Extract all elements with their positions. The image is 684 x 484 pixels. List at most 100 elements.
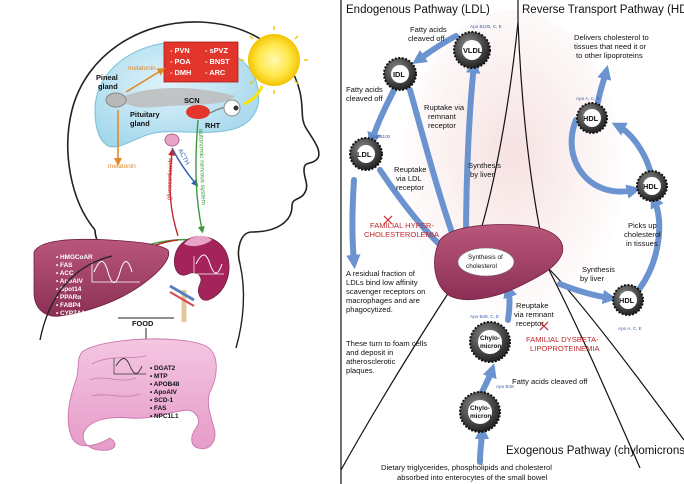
hypothalamus-box xyxy=(163,41,239,83)
block-cross-1 xyxy=(383,215,393,225)
chylo-label-low-1: Chylo- xyxy=(470,405,490,412)
food-label: FOOD xyxy=(132,319,154,328)
intestine xyxy=(67,338,217,451)
kidney-oscillation-wave xyxy=(195,254,223,274)
scn-nucleus xyxy=(186,105,210,119)
intestine-loops xyxy=(89,355,147,397)
picks-up-3: in tissues xyxy=(626,239,658,248)
reuptake-ldl-2: via LDL xyxy=(396,174,422,183)
foam-2: and deposit in xyxy=(346,348,393,357)
melatonin-label-mid: melatonin xyxy=(108,163,136,170)
apo-chylo-low: Apo B48 xyxy=(496,384,514,389)
residual-2: LDLs bind low affinity xyxy=(346,278,418,287)
intestine-gene: • APOB48 xyxy=(150,381,180,388)
arrow-hdl-to-tissue xyxy=(595,65,612,105)
foam-4: plaques. xyxy=(346,366,375,375)
acth-label: ACTH xyxy=(176,148,191,167)
liver-gene-list: • HMGCoAR • FAS • ACC • ApoAIV • Spot14 … xyxy=(56,254,93,317)
liver-gene: • ACC xyxy=(56,270,74,277)
delivers-3: to other lipoproteins xyxy=(576,51,643,60)
particle-chylo-low: Chylo- micron xyxy=(459,391,501,433)
synthesis-liver-1b: by liver xyxy=(470,170,495,179)
reuptake-ldl-1: Reuptake xyxy=(394,165,427,174)
chylo-label-mid-2: micron xyxy=(480,343,501,350)
left-panel: - PVN - POA - DMH - sPVZ - BNST - ARC me… xyxy=(33,21,320,451)
residual-1: A residual fraction of xyxy=(346,269,416,278)
autonomic-arrow xyxy=(195,119,205,234)
fatty-bottom: Fatty acids cleaved off xyxy=(512,377,588,386)
liver xyxy=(33,238,170,317)
chylo-label-low-2: micron xyxy=(470,413,491,420)
intestine-gene: • FAS xyxy=(150,405,167,412)
hdl-label-top: HDL xyxy=(583,114,599,123)
synthesis-liver-2b: by liver xyxy=(580,274,605,283)
ruptake-remnant-3: receptor xyxy=(428,121,456,130)
intestine-gene-list: • DGAT2 • MTP • APOB48 • ApoAIV • SCD-1 … xyxy=(150,365,180,420)
familial-hyper-1: FAMILIAL HYPER- xyxy=(370,221,434,230)
glucocorticoid-arrow xyxy=(168,148,179,237)
block-cross-2 xyxy=(539,321,549,331)
melatonin-arrow-top xyxy=(125,67,166,93)
liver-gene: • FABP4 xyxy=(56,302,81,309)
arrow-hdl-bottom-to-mid xyxy=(637,193,664,291)
residual-3: scavenger receptors on xyxy=(346,287,425,296)
rht-label: RHT xyxy=(205,121,221,130)
hdl-label-bottom: HDL xyxy=(619,296,635,305)
autonomic-label: autonomic nervous system xyxy=(197,129,207,205)
endogenous-title: Endogenous Pathway (LDL) xyxy=(346,4,490,16)
nucleus-poa: - POA xyxy=(170,57,191,66)
pituitary-label-2: gland xyxy=(130,119,150,128)
arrow-liver-to-hdl-bottom xyxy=(557,281,618,305)
arrow-intestine-to-chylo xyxy=(474,424,490,465)
liver-label-bubble xyxy=(457,247,515,277)
foam-3: atherosclerotic xyxy=(346,357,396,366)
liver-gene: • HMGCoAR xyxy=(56,254,93,261)
intestine-gene: • DGAT2 xyxy=(150,365,176,372)
residual-4: macrophages and are xyxy=(346,296,420,305)
section-line-bottom-right xyxy=(547,267,641,469)
liver-center-text-2: cholesterol xyxy=(466,263,497,270)
head-outline xyxy=(67,21,320,265)
intestine-gene: • MTP xyxy=(150,373,168,380)
pituitary-label-1: Pituitary xyxy=(130,110,160,119)
fatty-top-2: cleaved off xyxy=(408,34,445,43)
kidney-oscillation-box xyxy=(193,256,224,275)
liver-gene: • Spot14 xyxy=(56,286,82,293)
reuptake-ldl-3: receptor xyxy=(396,183,424,192)
foam-1: These turn to foam cells xyxy=(346,339,427,348)
kidney xyxy=(174,236,230,301)
hdl-label-mid: HDL xyxy=(643,182,659,191)
apo-vldl: Apo B100, C, E xyxy=(470,24,502,29)
pineal-label-1: Pineal xyxy=(96,73,118,82)
pineal-gland xyxy=(105,92,127,108)
particle-hdl-mid: HDL xyxy=(636,170,668,202)
eye xyxy=(223,99,241,117)
reuptake-remnant-2b: via remnant xyxy=(514,310,555,319)
dietary-2: absorbed into enterocytes of the small b… xyxy=(397,473,548,482)
familial-dysbeta-2: LIPOPROTEINEMIA xyxy=(530,344,601,353)
dietary-1: Dietary triglycerides, phospholipids and… xyxy=(381,463,552,472)
body-outline-left xyxy=(39,255,113,341)
liver-center-text-1: Synthesis of xyxy=(468,254,503,261)
familial-hyper-2: CHOLESTEROLEMIA xyxy=(364,230,440,239)
liver-oscillation-wave xyxy=(93,261,133,283)
glucocorticoids-label: glucocorticoids xyxy=(166,158,174,200)
particle-hdl-bottom: HDL xyxy=(612,284,644,316)
liver-gene: • ApoAIV xyxy=(56,278,84,285)
sun-icon xyxy=(240,26,308,94)
reuptake-remnant-2a: Reuptake xyxy=(516,301,549,310)
body-outline-right xyxy=(235,263,245,349)
arrow-vldl-to-idl xyxy=(412,33,459,64)
intestine-oscillation-wave xyxy=(115,358,143,374)
apo-chylo-mid: Apo B48, C, E xyxy=(470,314,499,319)
pituitary-gland xyxy=(164,133,180,147)
synthesis-liver-2a: Synthesis xyxy=(582,265,615,274)
apo-hdl-top: Apo A, C, E xyxy=(576,96,600,101)
eye-pupil xyxy=(233,105,239,111)
fatty-left-1: Fatty acids xyxy=(346,85,383,94)
intestine-gene: • ApoAIV xyxy=(150,389,178,396)
synthesis-liver-1a: Synthesis xyxy=(468,161,501,170)
arrow-liver-to-vldl xyxy=(463,58,481,243)
